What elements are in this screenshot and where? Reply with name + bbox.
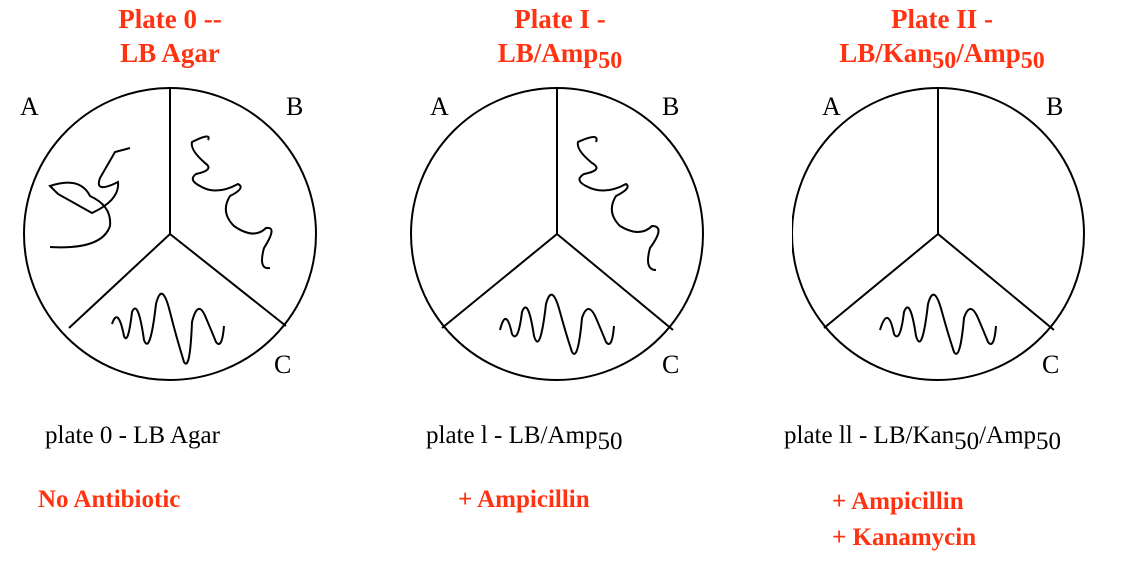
plate-1-note-1: + Ampicillin	[458, 486, 590, 513]
plate-0-sector-c-label: C	[274, 350, 292, 379]
sector-divider-bc	[937, 233, 1055, 331]
plate-0-sector-b-label: B	[286, 92, 304, 121]
plate-1-caption: plate l - LB/Amp50	[426, 422, 623, 455]
streak-b	[190, 135, 273, 270]
plate-1-dish	[410, 87, 704, 381]
plate-0-sector-a-label: A	[20, 92, 39, 121]
plate-2-caption: plate ll - LB/Kan50/Amp50	[784, 422, 1062, 455]
plate-0-note-1: No Antibiotic	[38, 486, 181, 513]
plate-2-sector-a-label: A	[822, 92, 841, 121]
streak-c	[111, 292, 225, 365]
plate-2-sector-b-label: B	[1046, 92, 1064, 121]
streak-b	[576, 136, 660, 271]
plate-0-panel: Plate 0 -- LB Agar A B C plate 0 - LB Ag…	[20, 0, 320, 562]
plate-2-note-1: + Ampicillin	[832, 488, 964, 515]
plate-2-note-2: + Kanamycin	[832, 524, 977, 551]
sector-divider-ac	[68, 233, 171, 329]
plate-0-dish	[23, 87, 317, 381]
plate-1-sector-a-label: A	[430, 92, 449, 121]
plate-0-caption: plate 0 - LB Agar	[45, 422, 220, 449]
sector-divider-ac	[441, 233, 558, 329]
sector-divider-bc	[556, 233, 674, 331]
plate-0-title-line2: LB Agar	[120, 38, 220, 68]
plate-1-panel: Plate I - LB/Amp50 A B C plate l - LB/Am…	[410, 0, 710, 562]
plate-1-sector-c-label: C	[662, 350, 680, 379]
plate-2-title-line1: Plate II -	[891, 4, 993, 34]
streak-c	[879, 293, 997, 355]
sector-divider-bc	[169, 233, 287, 327]
sector-divider-ac	[823, 233, 939, 329]
plate-2-panel: Plate II - LB/Kan50/Amp50 A B C plate ll…	[784, 0, 1092, 562]
plate-1-title-line1: Plate I -	[514, 4, 606, 34]
plate-1-title-line2: LB/Amp50	[497, 38, 623, 74]
plate-1-sector-b-label: B	[662, 92, 680, 121]
plate-2-sector-c-label: C	[1042, 350, 1060, 379]
plate-2-dish	[792, 87, 1085, 381]
streak-a	[48, 147, 131, 249]
streak-c	[499, 293, 615, 355]
plate-2-title-line2: LB/Kan50/Amp50	[839, 38, 1045, 74]
plate-0-title-line1: Plate 0 --	[118, 4, 222, 34]
